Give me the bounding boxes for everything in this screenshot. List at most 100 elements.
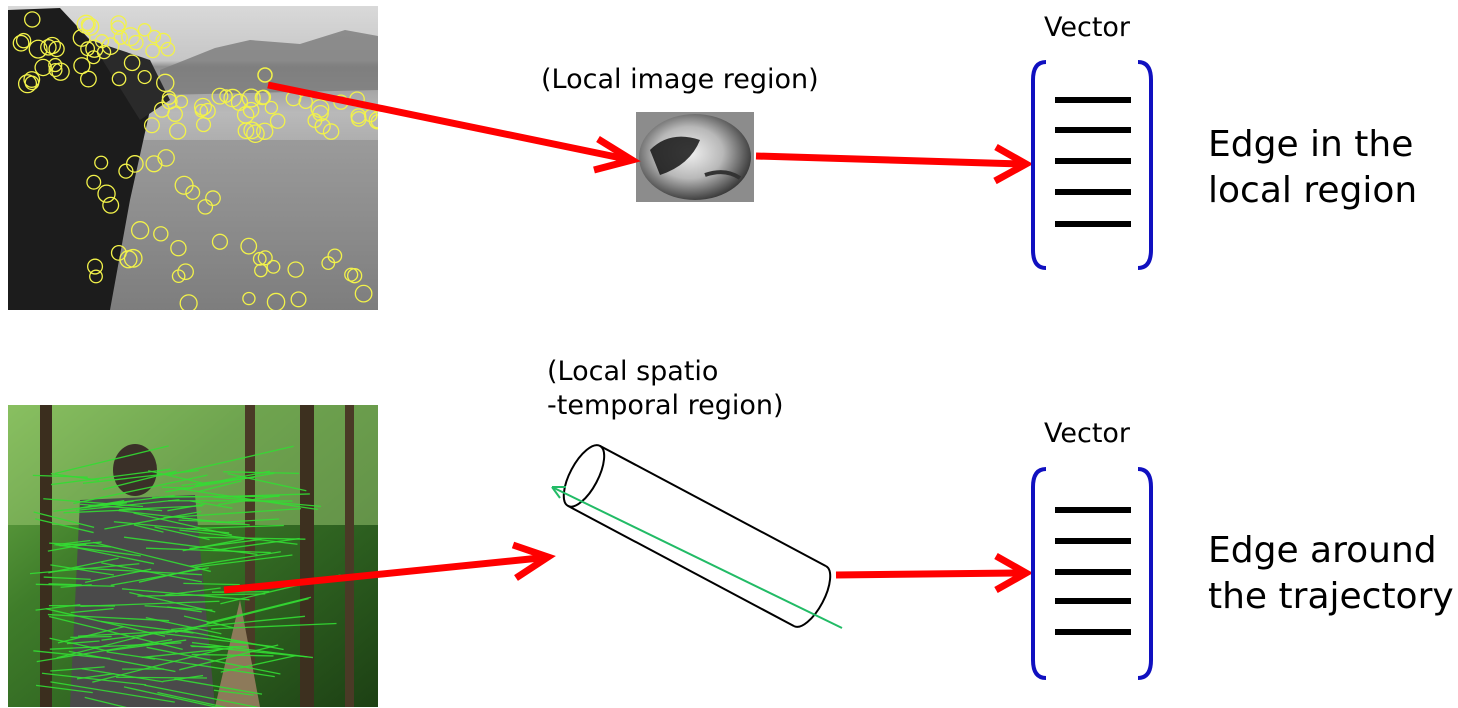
trajectory-line bbox=[165, 587, 221, 596]
keypoint-circle bbox=[314, 118, 331, 135]
keypoint-circle bbox=[113, 30, 128, 45]
trajectory-line bbox=[174, 597, 309, 633]
photo-bottom bbox=[8, 405, 378, 707]
trajectory-line bbox=[148, 470, 202, 484]
keypoint-circle bbox=[254, 89, 271, 106]
keypoint-circle bbox=[102, 196, 120, 214]
keypoint-circle bbox=[179, 294, 198, 310]
keypoint-circle bbox=[237, 122, 255, 140]
trajectory-line bbox=[80, 600, 220, 607]
keypoint-circle bbox=[368, 111, 378, 130]
trajectory-line bbox=[49, 637, 109, 652]
trajectory-line bbox=[41, 672, 147, 686]
keypoint-circle bbox=[266, 259, 281, 274]
keypoint-circle bbox=[256, 122, 274, 140]
keypoint-circle bbox=[240, 237, 258, 255]
spatio-temporal-label-line1: (Local spatio bbox=[547, 356, 719, 387]
keypoint-circle bbox=[80, 17, 95, 32]
keypoint-circle bbox=[174, 94, 189, 109]
keypoint-circle bbox=[171, 269, 186, 284]
trajectory-line bbox=[51, 468, 171, 486]
trajectory-line bbox=[56, 631, 158, 659]
vector-label-top: Vector bbox=[1044, 12, 1131, 43]
bottom-description-line1: Edge around bbox=[1208, 530, 1437, 571]
keypoint-circle bbox=[123, 54, 141, 72]
keypoint-circle bbox=[80, 41, 96, 57]
arrow-cylinder-to-vector-bottom bbox=[835, 552, 1034, 594]
trajectory-line bbox=[163, 507, 301, 519]
keypoint-circle bbox=[85, 39, 104, 58]
trajectory-line bbox=[33, 511, 95, 529]
vector-label-bottom: Vector bbox=[1044, 418, 1131, 449]
keypoint-circle bbox=[80, 70, 97, 88]
keypoint-circle bbox=[310, 99, 330, 118]
arrow-patch-to-vector-top bbox=[755, 143, 1034, 185]
keypoint-circle bbox=[147, 29, 162, 44]
keypoint-circle bbox=[242, 291, 256, 306]
keypoint-circle bbox=[327, 248, 343, 264]
trajectory-line bbox=[133, 512, 232, 536]
keypoint-circle bbox=[97, 184, 116, 203]
trajectory-line bbox=[189, 551, 281, 567]
keypoint-circle bbox=[121, 27, 141, 47]
trajectory-line bbox=[162, 674, 204, 683]
trajectory-line bbox=[167, 606, 202, 613]
bracket-right-bottom bbox=[1137, 467, 1153, 680]
trajectory-line bbox=[218, 494, 281, 506]
trajectory-lines bbox=[29, 445, 341, 707]
keypoint-circle bbox=[185, 184, 201, 200]
trajectory-line bbox=[220, 654, 297, 673]
keypoint-circle bbox=[110, 20, 126, 35]
trajectory-line bbox=[121, 588, 250, 601]
trajectory-line bbox=[179, 644, 279, 671]
trajectory-line bbox=[189, 500, 233, 509]
trajectory-line bbox=[180, 629, 249, 644]
trajectory-line bbox=[165, 472, 275, 493]
keypoint-circle bbox=[230, 93, 249, 111]
trajectory-line bbox=[68, 650, 176, 673]
trajectory-line bbox=[161, 486, 193, 489]
trajectory-line bbox=[138, 567, 199, 583]
trajectory-line bbox=[106, 639, 187, 652]
trajectory-line bbox=[73, 474, 208, 505]
keypoint-circle bbox=[94, 155, 109, 170]
keypoint-circle bbox=[155, 32, 172, 49]
keypoint-circle bbox=[40, 39, 57, 56]
trajectory-line bbox=[183, 582, 240, 586]
keypoint-circle bbox=[28, 39, 48, 59]
trajectory-line bbox=[167, 503, 205, 512]
trajectory-line bbox=[146, 656, 275, 678]
keypoint-circle bbox=[290, 291, 307, 308]
trajectory-line bbox=[141, 647, 234, 659]
bracket-left-bottom bbox=[1031, 467, 1047, 680]
local-image-region-label: (Local image region) bbox=[541, 64, 819, 95]
keypoint-circle bbox=[322, 123, 340, 140]
trajectory-line bbox=[123, 686, 219, 707]
trajectory-line bbox=[35, 603, 81, 611]
keypoint-circle bbox=[128, 34, 144, 51]
trajectory-line bbox=[146, 646, 281, 675]
trajectory-line bbox=[76, 672, 115, 680]
keypoint-circle bbox=[287, 261, 304, 278]
keypoint-circle bbox=[118, 163, 134, 179]
trajectory-line bbox=[70, 607, 114, 614]
keypoint-circle bbox=[193, 97, 212, 116]
keypoint-circle bbox=[254, 263, 268, 278]
trajectory-line bbox=[66, 640, 100, 645]
trajectory-line bbox=[102, 470, 177, 491]
trajectory-line bbox=[195, 470, 271, 487]
top-description-line2: local region bbox=[1208, 170, 1418, 211]
trajectory-line bbox=[48, 583, 82, 586]
trajectory-line bbox=[50, 666, 105, 672]
trajectory-line bbox=[178, 519, 225, 523]
trajectory-line bbox=[54, 445, 169, 475]
trajectory-line bbox=[169, 445, 294, 476]
keypoint-circle bbox=[156, 73, 175, 93]
keypoint-circle bbox=[48, 57, 63, 73]
vector-top bbox=[1031, 60, 1153, 270]
trajectory-line bbox=[49, 542, 111, 548]
spatio-temporal-cylinder bbox=[562, 444, 832, 628]
trajectory-line bbox=[157, 691, 228, 707]
trajectory-line bbox=[43, 576, 91, 581]
